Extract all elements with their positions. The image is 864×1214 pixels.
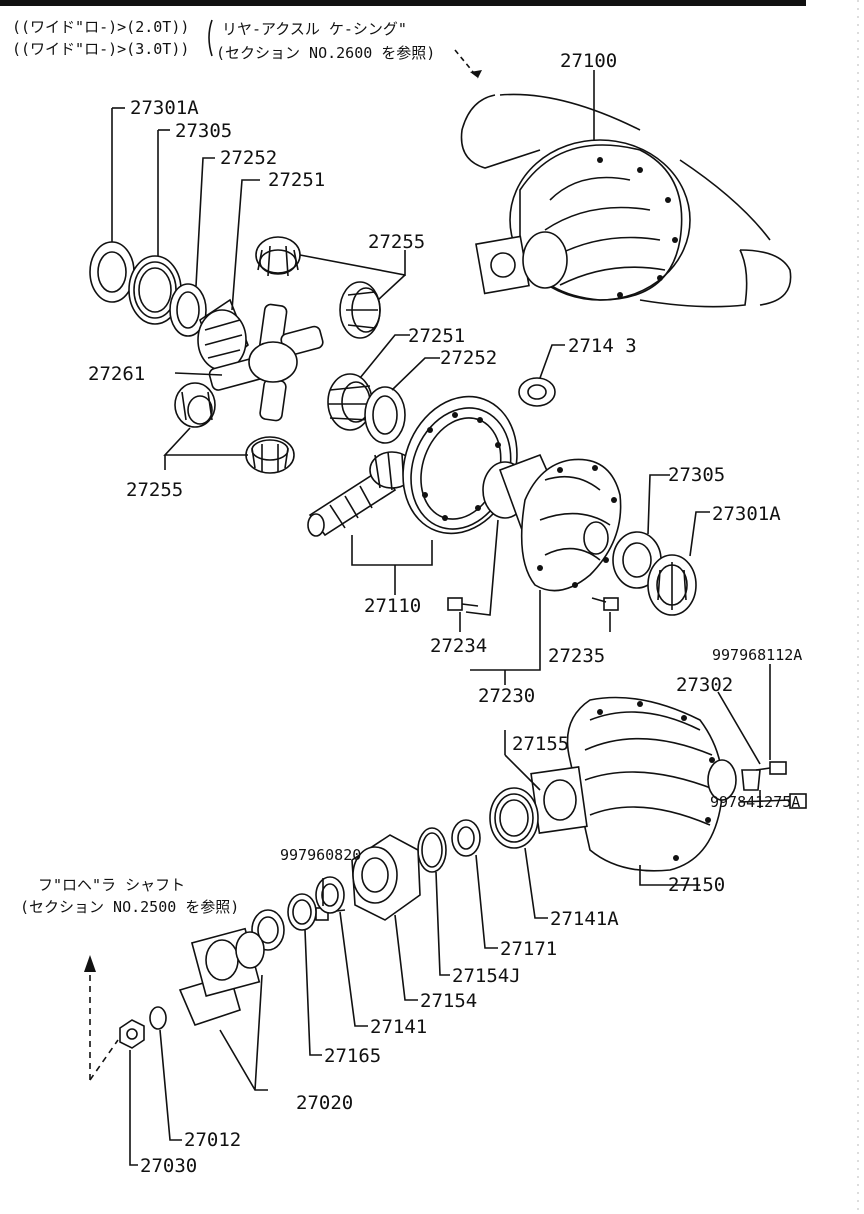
- cap-27302: [741, 769, 761, 791]
- label-27305-right: 27305: [668, 464, 725, 486]
- axle-housing-27100: [460, 93, 792, 308]
- leader-27165: [304, 929, 322, 1056]
- pinion-gear-27255-right: [339, 281, 381, 339]
- leader-27020: [219, 974, 268, 1091]
- ref-bottom-arrowhead: [84, 955, 96, 972]
- label-27252-mid: 27252: [440, 347, 497, 369]
- label-27030: 27030: [140, 1155, 197, 1177]
- leader-27251-mid: [359, 334, 410, 379]
- bearing-race-27301A-left: [89, 241, 135, 303]
- leader-27155: [504, 754, 541, 791]
- ref-top-1: リヤ-アクスル ケ-シング": [222, 20, 407, 38]
- label-27251-top: 27251: [268, 169, 325, 191]
- bolt-27235: [591, 597, 619, 611]
- header-line-1: ((ワイド"ロ-)>(2.0T)): [12, 18, 189, 36]
- nut-27030: [119, 1019, 145, 1049]
- label-27252-top: 27252: [220, 147, 277, 169]
- label-997968112A: 997968112A: [712, 646, 802, 664]
- label-27234: 27234: [430, 635, 487, 657]
- label-27255-right: 27255: [368, 231, 425, 253]
- label-27305-top: 27305: [175, 120, 232, 142]
- leader-27154J: [435, 871, 450, 976]
- ref-bottom-2: (セクション NO.2500 を参照): [20, 898, 239, 916]
- washer-27012: [149, 1006, 167, 1030]
- shim-27154J: [417, 827, 447, 873]
- leader-27261: [174, 372, 223, 376]
- drive-pinion-27110: [307, 451, 415, 537]
- side-gear-27251-left: [197, 298, 249, 372]
- leader-27154: [394, 914, 418, 1001]
- label-997841275A: 997841275A: [710, 793, 800, 811]
- label-27143: 2714 3: [568, 335, 637, 357]
- label-27165: 27165: [324, 1045, 381, 1067]
- spacer-27171: [451, 819, 481, 857]
- label-27100: 27100: [560, 50, 617, 72]
- leader-27255-left: [163, 427, 248, 456]
- top-border: [0, 0, 806, 6]
- bolt-997841275A: [739, 793, 807, 809]
- label-27235: 27235: [548, 645, 605, 667]
- leader-27302: [717, 691, 761, 765]
- label-27150: 27150: [668, 874, 725, 896]
- pilot-bearing-27143: [518, 377, 556, 407]
- label-27261: 27261: [88, 363, 145, 385]
- ref-top-2: (セクション NO.2600 を参照): [216, 44, 435, 62]
- label-27230: 27230: [478, 685, 535, 707]
- thrust-washer-27252-left: [169, 283, 207, 337]
- thrust-washer-27252-mid: [364, 386, 406, 444]
- bolt-27234: [447, 597, 479, 611]
- pinion-gear-27255-upper: [255, 236, 301, 277]
- label-27141: 27141: [370, 1016, 427, 1038]
- pinion-gear-27255-left-b: [245, 436, 295, 474]
- label-27020: 27020: [296, 1092, 353, 1114]
- leader-27171: [475, 854, 498, 949]
- header-line-2: ((ワイド"ロ-)>(3.0T)): [12, 40, 189, 58]
- label-27110: 27110: [364, 595, 421, 617]
- leader-27141: [339, 911, 368, 1027]
- label-27155: 27155: [512, 733, 569, 755]
- label-27141A: 27141A: [550, 908, 619, 930]
- label-27154: 27154: [420, 990, 477, 1012]
- leader-27230: [470, 590, 541, 671]
- leader-27305-right: [647, 474, 670, 535]
- label-27301A-top: 27301A: [130, 97, 199, 119]
- diff-carrier-27150: [530, 696, 737, 872]
- leader-27143: [539, 344, 565, 379]
- side-gear-27251-mid: [327, 373, 373, 431]
- leader-27110: [351, 535, 433, 566]
- leader-27255-right: [299, 250, 406, 276]
- leader-27141A: [524, 847, 548, 919]
- label-27154J: 27154J: [452, 965, 521, 987]
- bearing-27141: [315, 876, 345, 914]
- label-997960820: 997960820: [280, 846, 361, 864]
- companion-flange-27020: [178, 927, 265, 1026]
- leader-27150: [639, 865, 700, 886]
- collar-27165: [287, 893, 317, 931]
- label-27012: 27012: [184, 1129, 241, 1151]
- label-27251-mid: 27251: [408, 325, 465, 347]
- bearing-race-27301A-right: [647, 554, 697, 616]
- bolt-997968112A: [755, 761, 787, 775]
- label-27171: 27171: [500, 938, 557, 960]
- leader-27301A-right: [689, 511, 710, 557]
- spider-cross-27261: [208, 303, 324, 422]
- pinion-gear-27255-left-a: [174, 382, 216, 428]
- ref-bottom-1: フ"ロヘ"ラ シャフト: [38, 876, 185, 894]
- label-27301A-right: 27301A: [712, 503, 781, 525]
- label-27302: 27302: [676, 674, 733, 696]
- leader-27012: [159, 1029, 182, 1141]
- header-bracket: [208, 19, 213, 57]
- bearing-27141A: [489, 787, 539, 849]
- label-27255-left: 27255: [126, 479, 183, 501]
- ref-top-arrowhead: [470, 70, 482, 78]
- differential-case-27230: [482, 453, 622, 592]
- leader-27030: [129, 1050, 138, 1166]
- bearing-retainer-27154: [351, 834, 421, 921]
